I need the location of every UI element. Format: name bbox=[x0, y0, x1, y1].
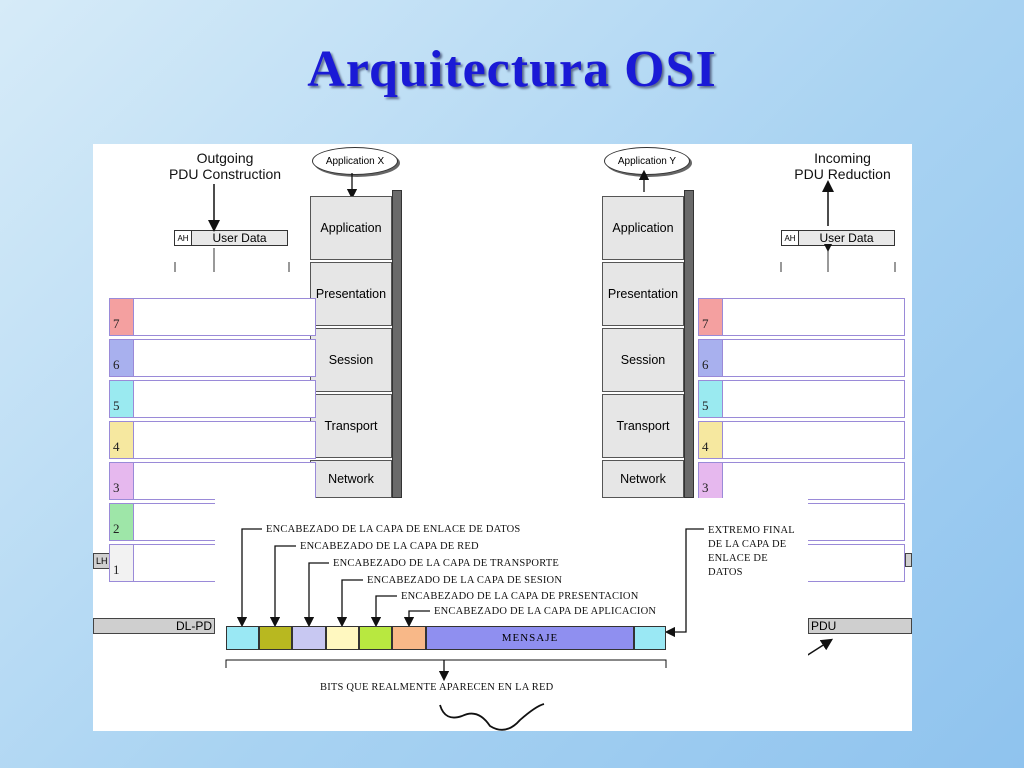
left-dl-pdu-fragment: DL-PD bbox=[93, 618, 215, 634]
right-stack-side bbox=[684, 190, 694, 498]
header-segment-6 bbox=[392, 626, 426, 650]
left-row-number: 7 bbox=[110, 299, 134, 335]
left-ah-label: AH bbox=[175, 231, 192, 245]
header-segment-5 bbox=[359, 626, 392, 650]
trailer-line-4: DATOS bbox=[708, 567, 743, 578]
header-label-datalink: ENCABEZADO DE LA CAPA DE ENLACE DE DATOS bbox=[266, 524, 521, 535]
right-pdu-box: AH User Data bbox=[781, 230, 895, 246]
right-layer-network: Network bbox=[602, 460, 684, 498]
header-label-transport: ENCABEZADO DE LA CAPA DE TRANSPORTE bbox=[333, 558, 560, 569]
incoming-heading: Incoming PDU Reduction bbox=[770, 150, 915, 182]
left-user-data-label: User Data bbox=[212, 231, 267, 245]
left-row-number: 4 bbox=[110, 422, 134, 458]
left-row-layer-5: 5 bbox=[109, 380, 316, 418]
trailer-line-2: DE LA CAPA DE bbox=[708, 539, 787, 550]
right-dl-pdu-fragment: PDU bbox=[808, 618, 912, 634]
outgoing-heading-line2: PDU Construction bbox=[168, 166, 282, 182]
right-row-layer-7: 7 bbox=[698, 298, 905, 336]
right-layer-transport: Transport bbox=[602, 394, 684, 458]
header-segment-1 bbox=[226, 626, 259, 650]
incoming-heading-line2: PDU Reduction bbox=[794, 166, 891, 182]
trailer-label: EXTREMO FINAL DE LA CAPA DE ENLACE DE DA… bbox=[708, 524, 795, 580]
message-segment: MENSAJE bbox=[426, 626, 634, 650]
right-row-number: 5 bbox=[699, 381, 723, 417]
right-user-data-label: User Data bbox=[819, 231, 874, 245]
header-segment-3 bbox=[292, 626, 326, 650]
right-row-layer-3: 3 bbox=[698, 462, 905, 500]
trailer-line-3: ENLACE DE bbox=[708, 553, 768, 564]
incoming-heading-line1: Incoming bbox=[814, 150, 871, 166]
header-segment-4 bbox=[326, 626, 359, 650]
application-x-ellipse: Application X bbox=[312, 147, 398, 175]
header-label-network: ENCABEZADO DE LA CAPA DE RED bbox=[300, 541, 479, 552]
right-row-number: 4 bbox=[699, 422, 723, 458]
left-row-number: 5 bbox=[110, 381, 134, 417]
right-row-layer-5: 5 bbox=[698, 380, 905, 418]
right-lh-fragment bbox=[905, 553, 912, 567]
right-row-number: 7 bbox=[699, 299, 723, 335]
left-row-layer-7: 7 bbox=[109, 298, 316, 336]
frame-panel bbox=[215, 498, 808, 718]
left-pdu-box: AH User Data bbox=[174, 230, 288, 246]
left-row-layer-3: 3 bbox=[109, 462, 316, 500]
left-layer-application: Application bbox=[310, 196, 392, 260]
header-segment-2 bbox=[259, 626, 292, 650]
header-label-presentation: ENCABEZADO DE LA CAPA DE PRESENTACION bbox=[401, 591, 639, 602]
right-row-layer-6: 6 bbox=[698, 339, 905, 377]
left-row-layer-4: 4 bbox=[109, 421, 316, 459]
left-layer-presentation: Presentation bbox=[310, 262, 392, 326]
trailer-segment bbox=[634, 626, 666, 650]
right-row-number: 3 bbox=[699, 463, 723, 499]
right-ah-label: AH bbox=[782, 231, 799, 245]
right-layer-application: Application bbox=[602, 196, 684, 260]
right-layer-presentation: Presentation bbox=[602, 262, 684, 326]
page-title: Arquitectura OSI bbox=[307, 41, 717, 98]
trailer-line-1: EXTREMO FINAL bbox=[708, 525, 795, 536]
right-row-number: 6 bbox=[699, 340, 723, 376]
left-row-number: 1 bbox=[110, 545, 134, 581]
left-row-layer-6: 6 bbox=[109, 339, 316, 377]
right-layer-session: Session bbox=[602, 328, 684, 392]
header-label-application: ENCABEZADO DE LA CAPA DE APLICACION bbox=[434, 606, 657, 617]
left-row-number: 6 bbox=[110, 340, 134, 376]
right-row-layer-4: 4 bbox=[698, 421, 905, 459]
header-label-session: ENCABEZADO DE LA CAPA DE SESION bbox=[367, 575, 563, 586]
left-row-number: 3 bbox=[110, 463, 134, 499]
left-row-number: 2 bbox=[110, 504, 134, 540]
left-stack-side bbox=[392, 190, 402, 498]
bits-label: BITS QUE REALMENTE APARECEN EN LA RED bbox=[320, 682, 554, 693]
left-layer-transport: Transport bbox=[310, 394, 392, 458]
outgoing-heading: Outgoing PDU Construction bbox=[150, 150, 300, 182]
outgoing-heading-line1: Outgoing bbox=[196, 150, 254, 166]
